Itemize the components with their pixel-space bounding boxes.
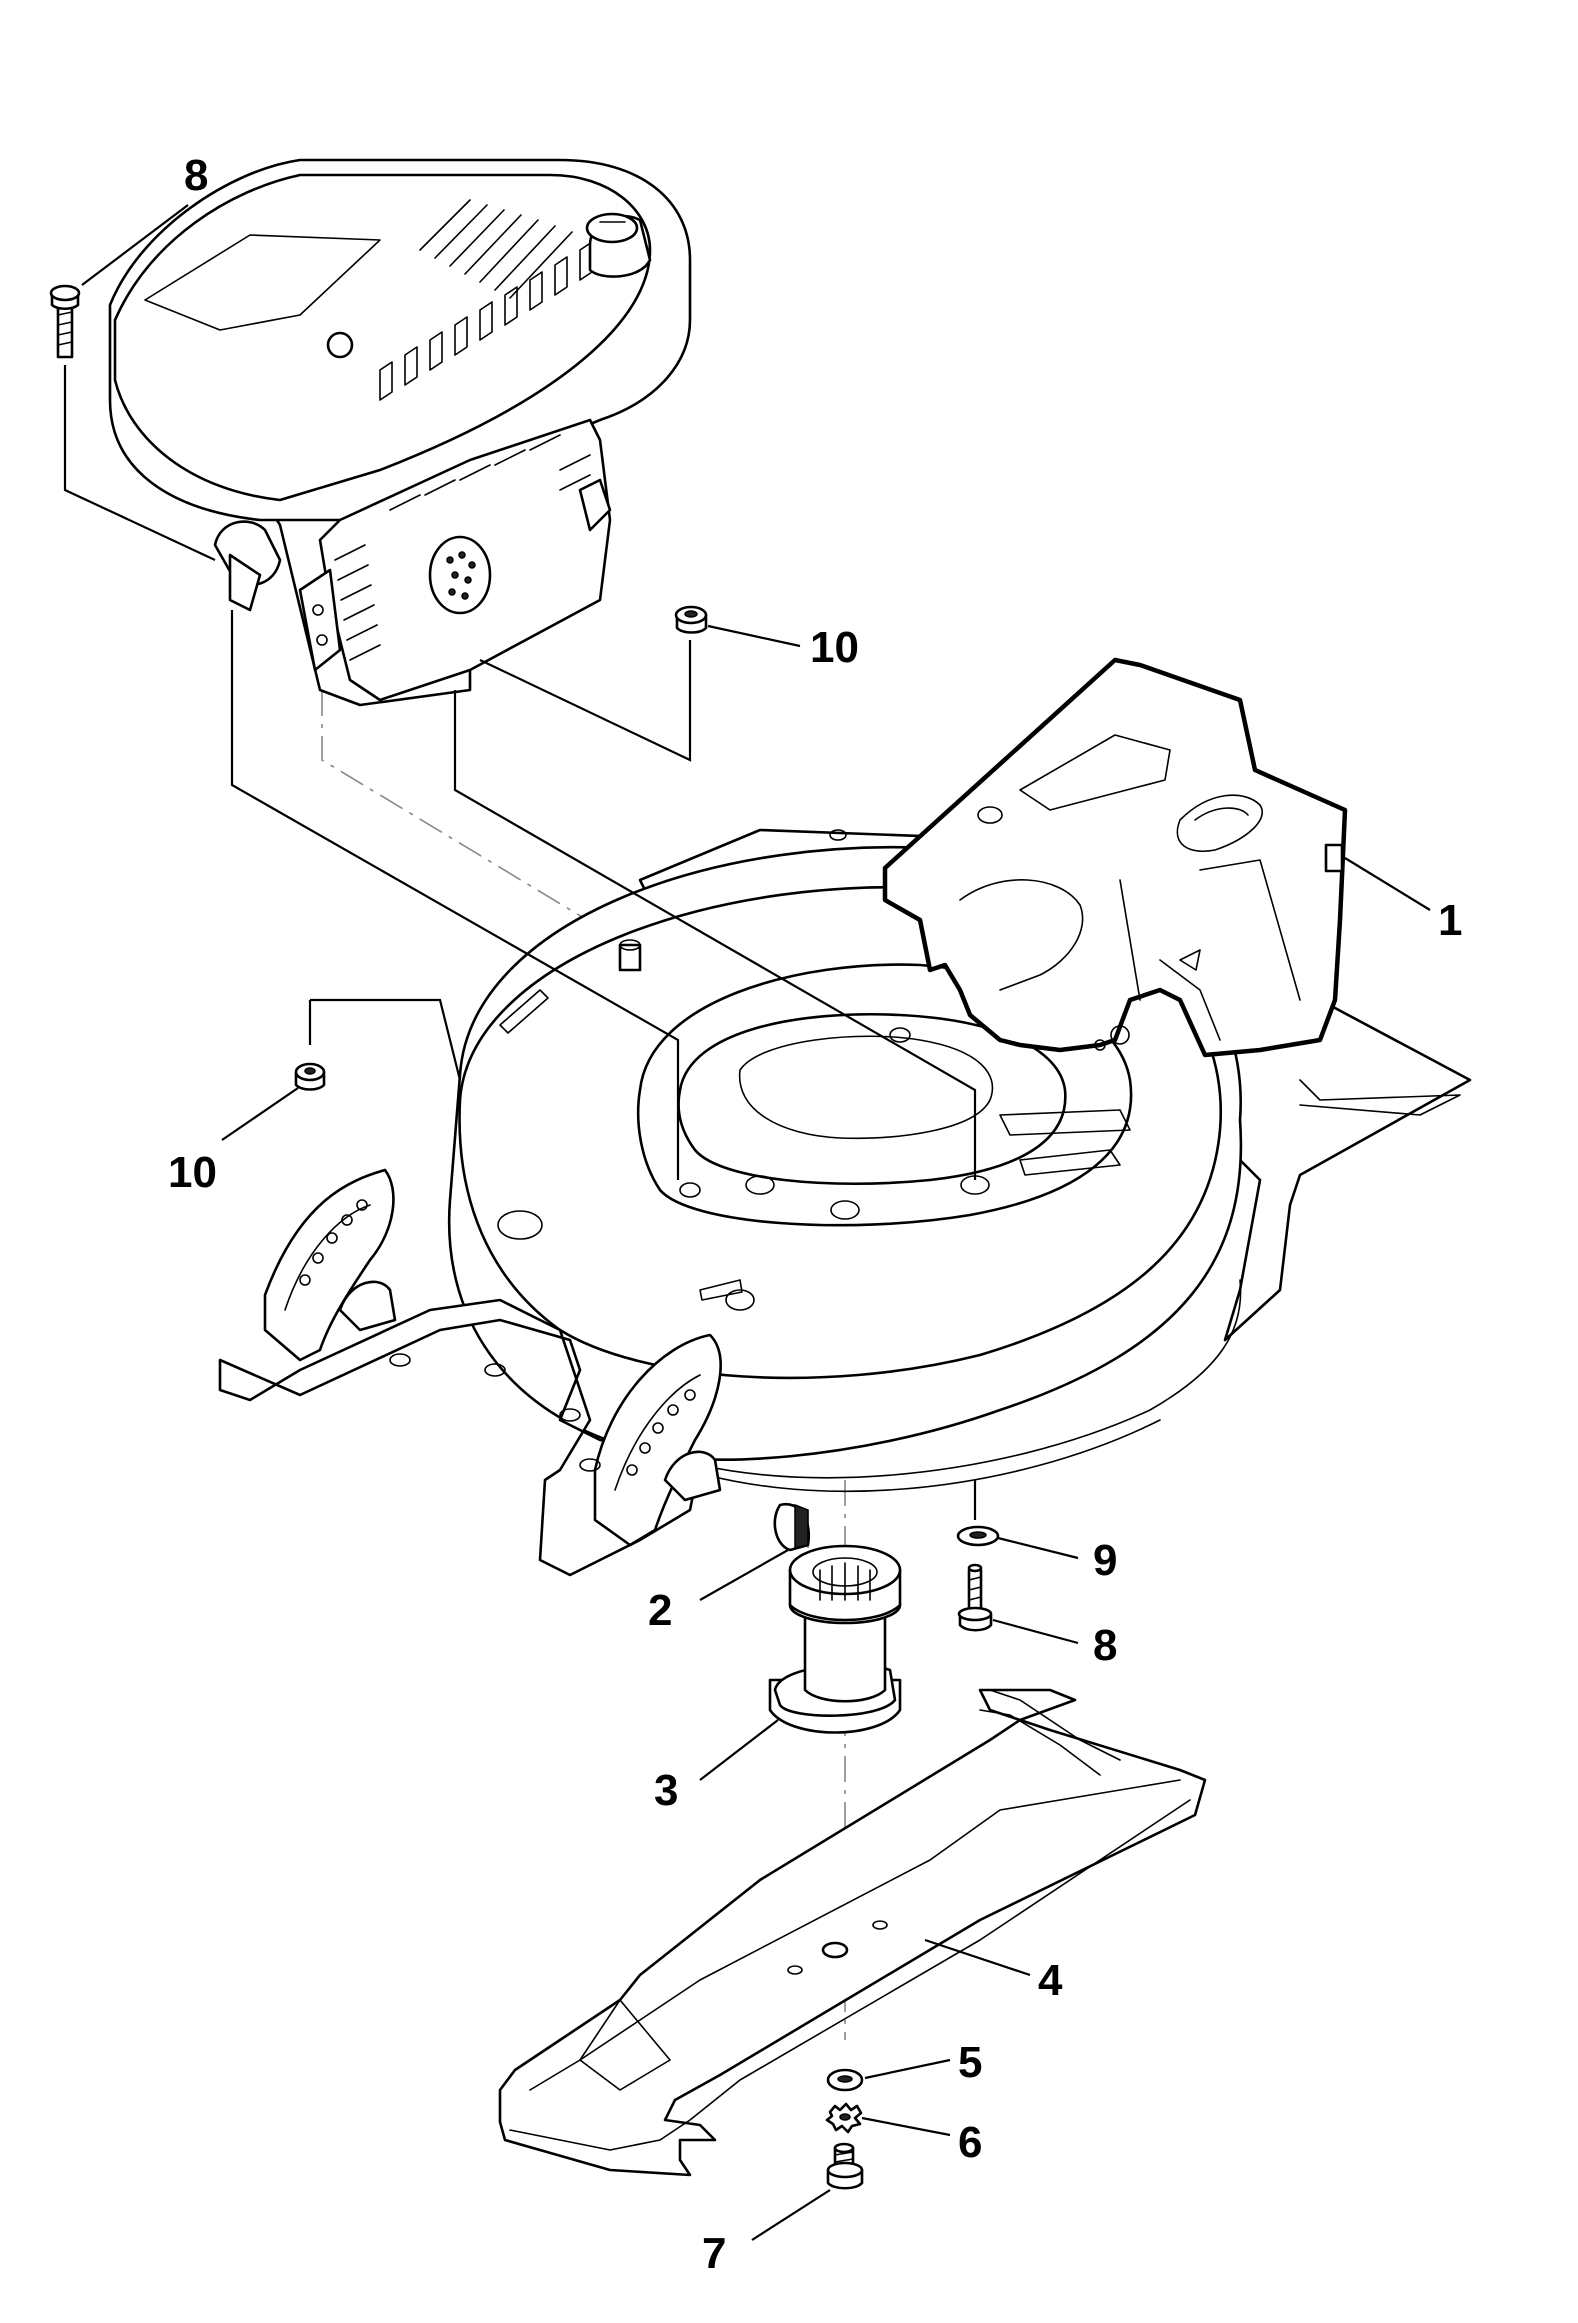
axle-frame <box>218 1168 722 1577</box>
callout-label: 8 <box>1093 1621 1117 1670</box>
callout-label: 1 <box>1438 896 1462 945</box>
blade-adapter <box>768 1544 902 1734</box>
washer-9 <box>956 1525 1000 1547</box>
engine <box>108 158 692 707</box>
callouts: 8 10 1 10 9 2 8 3 4 5 6 7 <box>81 151 1462 2278</box>
assembly-connector-lines <box>63 365 977 1520</box>
callout-label: 10 <box>810 623 859 672</box>
washer-5 <box>826 2068 864 2092</box>
nut-lower <box>294 1062 326 1091</box>
callout-label: 9 <box>1093 1536 1117 1585</box>
callout-label: 7 <box>702 2229 726 2278</box>
callout-label: 10 <box>168 1148 217 1197</box>
cutting-blade <box>498 1688 1207 2177</box>
engine-top-fins <box>419 199 573 299</box>
height-notches-right <box>626 1389 696 1476</box>
callout-label: 5 <box>958 2038 982 2087</box>
callout-label: 8 <box>184 151 208 200</box>
bolt-lower <box>957 1563 993 1632</box>
engine-bolt-top <box>49 284 81 359</box>
callout-label: 2 <box>648 1586 672 1635</box>
key <box>773 1502 811 1552</box>
engine-front-fins <box>379 241 593 401</box>
callout-label: 3 <box>654 1766 678 1815</box>
rear-deflector <box>882 657 1348 1058</box>
blade-bolt-7 <box>826 2142 864 2190</box>
callout-label: 4 <box>1038 1956 1063 2005</box>
lock-washer-6 <box>825 2102 863 2134</box>
height-notches-left <box>299 1199 368 1286</box>
nut-upper <box>674 605 708 634</box>
muffler-grille-dots <box>446 551 476 600</box>
muffler-slots <box>334 434 591 661</box>
callout-label: 6 <box>958 2118 982 2167</box>
